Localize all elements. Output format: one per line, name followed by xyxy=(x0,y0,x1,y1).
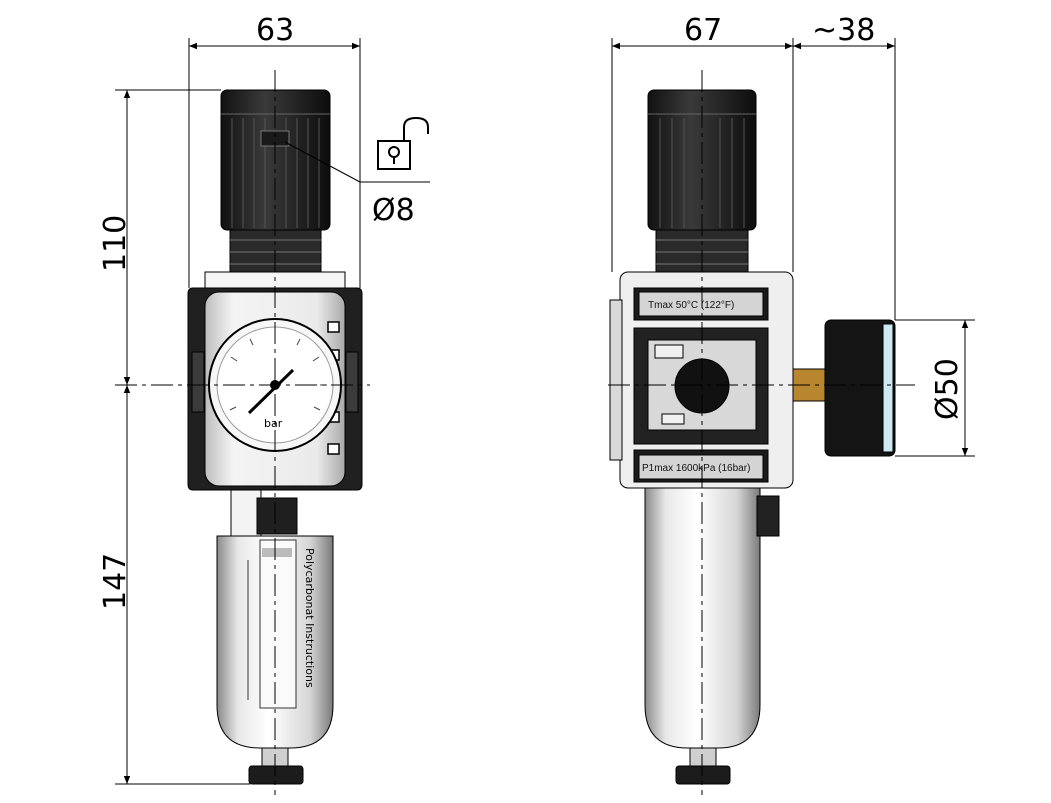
gauge-side xyxy=(824,319,896,457)
dim-width-side: 67 xyxy=(684,13,722,48)
bowl-text: Polycarbonat Instructions xyxy=(303,548,316,688)
dim-width-front: 63 xyxy=(256,13,294,48)
center-lines xyxy=(115,70,915,795)
drain-side xyxy=(675,765,731,785)
dim-gauge-projection: ~38 xyxy=(812,13,875,48)
dim-lock-diameter: Ø8 xyxy=(372,193,415,228)
unlocked-padlock-icon xyxy=(377,116,429,170)
plate-bottom: P1max 1600kPa (16bar) xyxy=(642,463,750,474)
drain-front xyxy=(248,765,304,785)
plate-top: Tmax 50°C (122°F) xyxy=(648,300,734,311)
dim-height-top: 110 xyxy=(98,215,133,272)
gauge-unit-front: bar xyxy=(264,417,283,430)
side-view: Tmax 50°C (122°F) P1max 1600kPa (16bar) xyxy=(609,89,896,785)
gauge-needle xyxy=(247,368,295,415)
dimension-lines xyxy=(115,38,975,785)
dim-height-bottom: 147 xyxy=(98,553,133,610)
dim-gauge-diameter: Ø50 xyxy=(930,358,965,420)
